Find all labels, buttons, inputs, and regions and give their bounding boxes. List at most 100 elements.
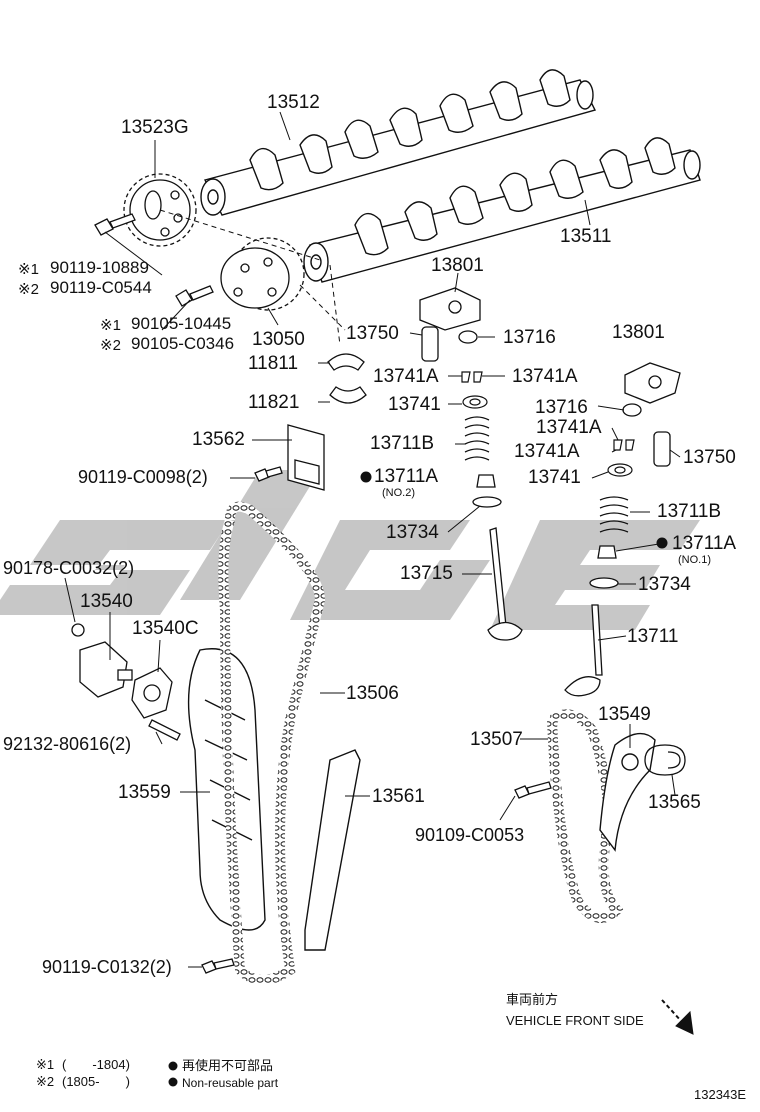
cap-13716-a [458,330,478,344]
bolt-90119-C0132 [201,958,235,974]
valve-13711 [564,604,603,697]
part-label-90105-10445: 90105-10445 [131,314,232,333]
part-label-13506: 13506 [346,683,399,704]
bolt-90119-C0098 [254,466,283,482]
note-1-mark: ※1 [36,1057,55,1072]
part-label-90119-C0098: 90119-C0098(2) [78,467,208,487]
part-label-13750-b: 13750 [683,447,736,468]
bolt-90105-10445 [175,285,214,307]
rocker-arm-13801-a [419,287,481,331]
cap-13716-b [622,403,642,417]
mark-2-b: ※2 [100,337,121,354]
mark-1-a: ※1 [18,261,39,278]
lash-adjuster-13750-b [653,431,671,467]
part-label-13565: 13565 [648,792,701,813]
alignment-lines [159,209,346,346]
timing-chain-13507 [547,709,625,923]
bearing-11811 [327,353,365,371]
leader-lines [64,111,681,968]
part-label-13523G: 13523G [121,117,189,138]
part-label-13711B-a: 13711B [370,433,435,454]
part-label-13512: 13512 [267,92,320,113]
valve-13715 [487,527,523,641]
part-label-13711B-b: 13711B [657,501,722,522]
part-label-11811: 11811 [248,353,299,374]
lash-adjuster-13750-a [421,326,439,362]
label-no1: (NO.1) [678,554,711,566]
tensioner-13540 [79,641,133,698]
camshaft-13512 [200,69,597,216]
part-label-13741A-1: 13741A [373,366,439,387]
part-label-90119-C0132: 90119-C0132(2) [42,957,172,977]
damper-13549 [599,732,656,852]
part-label-13716-b: 13716 [535,397,588,418]
label-no2: (NO.2) [382,487,415,499]
part-label-13741A-2: 13741A [512,366,578,387]
part-label-90119-10889: 90119-10889 [50,258,149,277]
part-label-13711: 13711 [627,626,679,647]
note-2-range: (1805- ) [62,1074,130,1089]
mark-1-b: ※1 [100,317,121,334]
vvt-gear-13050 [220,237,305,311]
stud-92132-80616 [148,719,181,741]
keeper-13741A-b [613,439,635,451]
spring-13711B-b [599,496,629,533]
spring-13565 [644,744,686,776]
part-label-13741-a: 13741 [388,394,441,415]
part-label-13716-a: 13716 [503,327,556,348]
retainer-13741-b [607,463,633,477]
washer-13734-b [589,577,619,589]
part-label-13511: 13511 [560,226,612,247]
part-label-13711A-b: 13711A [672,533,737,554]
direction-label-en: VEHICLE FRONT SIDE [506,1013,644,1028]
part-label-13549: 13549 [598,704,651,725]
camshaft-13511 [303,137,701,283]
bolt-90119-10889 [94,213,136,236]
part-label-92132-80616: 92132-80616(2) [3,734,132,754]
spring-13711B-a [464,416,490,461]
note-1-range: ( -1804) [62,1057,130,1072]
retainer-13741-a [462,395,488,409]
keeper-13741A-a [461,371,483,383]
part-label-13540: 13540 [80,591,133,612]
part-label-90105-C0346: 90105-C0346 [131,334,235,353]
bolt-90109-C0053 [514,781,552,799]
chain-guide-13561 [304,749,361,951]
part-label-90119-C0544: 90119-C0544 [50,278,152,297]
washer-13734-a [472,496,502,508]
front-direction-arrow [661,999,694,1035]
part-label-13734-a: 13734 [386,522,439,543]
part-label-13741-b: 13741 [528,467,581,488]
part-label-13540C: 13540C [132,618,199,639]
nonreusable-label-jp: 再使用不可部品 [182,1058,274,1073]
bearing-11821 [329,386,367,404]
nonreusable-label-en: Non-reusable part [182,1076,279,1090]
part-label-13741A-3: 13741A [536,417,602,438]
part-label-13801-a: 13801 [431,255,484,276]
part-label-13741A-4: 13741A [514,441,580,462]
rocker-arm-13801-b [624,362,681,404]
part-label-13507: 13507 [470,729,523,750]
seal-13711A-b [597,545,617,559]
part-label-13050: 13050 [252,329,305,350]
part-label-13801-b: 13801 [612,322,665,343]
part-label-13562: 13562 [192,429,245,450]
part-label-13750-a: 13750 [346,323,399,344]
seal-13711A-a [476,474,496,488]
part-label-13561: 13561 [372,786,425,807]
direction-label-jp: 車両前方 [506,992,559,1007]
part-label-13715: 13715 [400,563,453,584]
diagram-id: 132343E [694,1087,747,1102]
part-label-13734-b: 13734 [638,574,691,595]
mark-2-a: ※2 [18,281,39,298]
part-label-90178-C0032: 90178-C0032(2) [3,558,135,578]
nonreusable-dots [168,471,668,1087]
bracket-13562 [287,424,325,491]
part-label-13559: 13559 [118,782,171,803]
part-label-11821: 11821 [248,392,300,413]
timing-chain-13506 [218,501,326,985]
part-label-13711A-a: 13711A [374,466,439,487]
bolt-90178-C0032 [71,623,85,637]
note-2-mark: ※2 [36,1074,55,1089]
